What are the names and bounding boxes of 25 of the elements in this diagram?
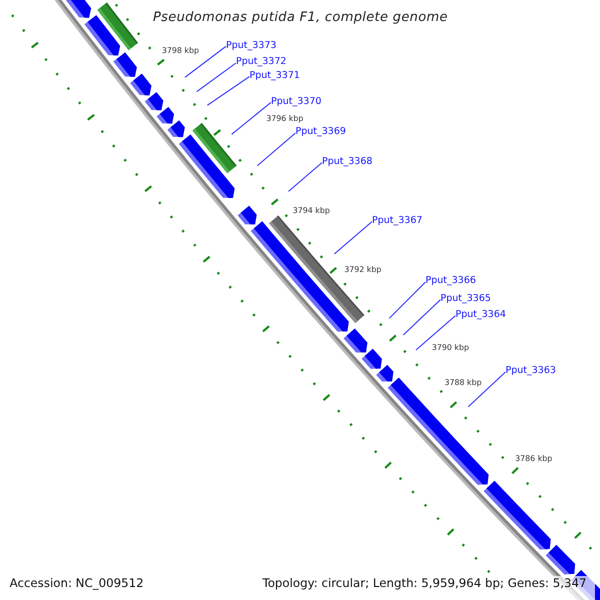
gene-label: Pput_3368 — [322, 156, 372, 167]
gene-label: Pput_3371 — [250, 70, 300, 81]
gene-label: Pput_3364 — [456, 309, 506, 320]
genome-stats-text: Topology: circular; Length: 5,959,964 bp; Genes: 5,347 — [262, 576, 595, 600]
leader-line — [206, 76, 250, 106]
gene-label: Pput_3363 — [506, 365, 556, 376]
gene-label: Pput_3367 — [372, 215, 422, 226]
leader-line — [288, 162, 322, 192]
leader-line — [231, 102, 272, 135]
leader-line — [334, 221, 372, 254]
gene-label: Pput_3366 — [426, 275, 476, 286]
leader-line — [468, 372, 506, 408]
leader-line — [416, 315, 456, 350]
accession-text: Accession: NC_009512 — [10, 576, 144, 590]
gene-label: Pput_3372 — [236, 56, 286, 68]
gene-label: Pput_3369 — [296, 126, 346, 138]
gene-label: Pput_3373 — [226, 40, 276, 51]
gene-label: Pput_3365 — [440, 293, 491, 304]
leader-line — [256, 132, 296, 166]
leader-line — [184, 46, 226, 78]
leader-line — [388, 282, 426, 319]
gene-label: Pput_3370 — [271, 96, 322, 107]
leader-line — [402, 299, 441, 336]
leader-line — [196, 62, 236, 92]
title: Pseudomonas putida F1, complete genome — [153, 10, 448, 26]
